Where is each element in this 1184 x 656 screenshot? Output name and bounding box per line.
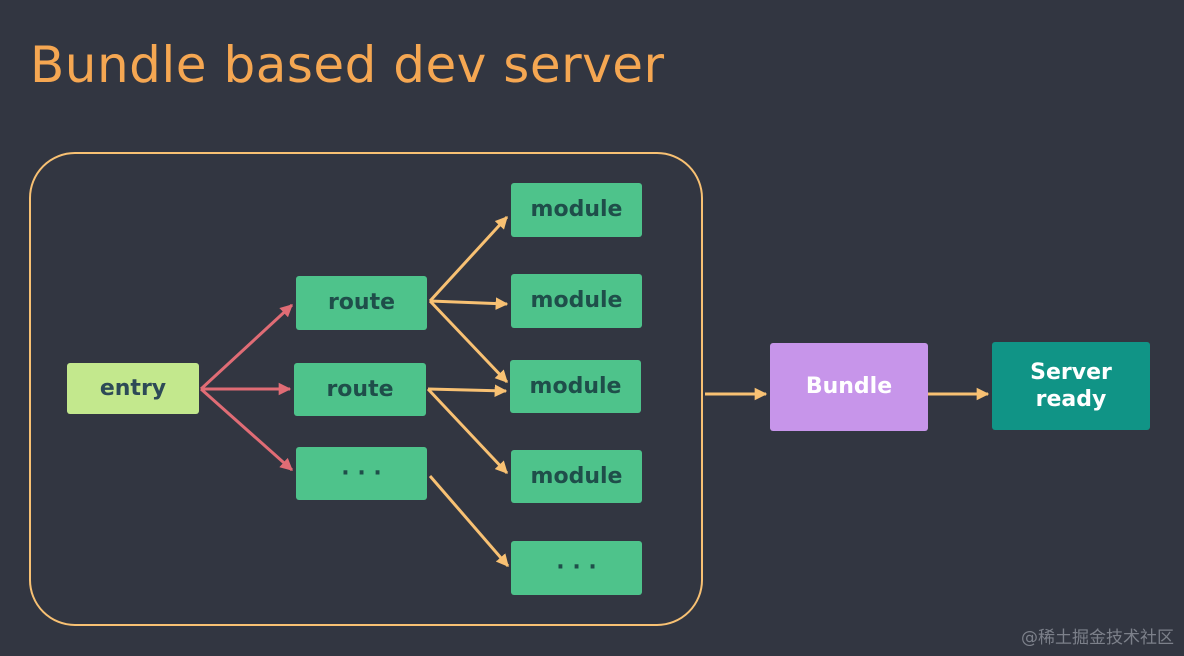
module-node-4: module (511, 450, 642, 503)
arrow-routemore-modulemore (428, 475, 510, 567)
watermark: @稀土掘金技术社区 (1021, 628, 1174, 648)
route-node-1: route (296, 276, 427, 330)
arrow-route1-module2 (429, 297, 509, 310)
route-node-2: route (294, 363, 426, 416)
module-node-more: · · · (511, 541, 642, 595)
module-node-2: module (511, 274, 642, 328)
module-node-1: module (511, 183, 642, 237)
arrow-entry-route-more (200, 387, 293, 472)
entry-node: entry (67, 363, 199, 414)
arrow-entry-route-1 (199, 303, 294, 391)
arrow-route2-module3 (427, 384, 508, 398)
route-node-more: · · · (296, 447, 427, 500)
arrow-route2-module4 (426, 387, 509, 475)
module-node-3: module (510, 360, 641, 413)
arrow-route1-module3 (428, 299, 509, 384)
bundle-node: Bundle (770, 343, 928, 431)
bundle-frame (29, 152, 703, 626)
server-ready-node: Server ready (992, 342, 1150, 430)
diagram-title: Bundle based dev server (30, 36, 665, 94)
arrow-route1-module1 (428, 215, 509, 303)
